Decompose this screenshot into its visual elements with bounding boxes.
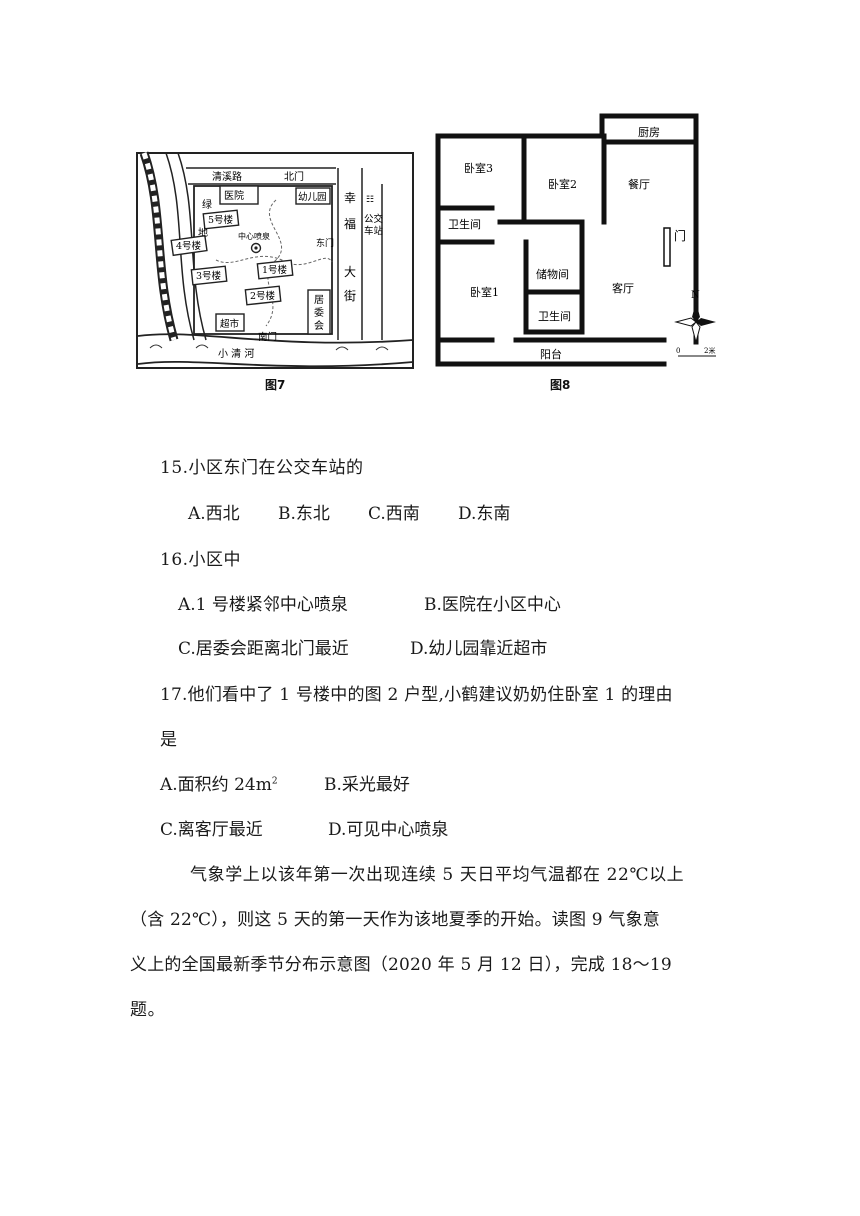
east-gate-label: 东门 <box>316 237 334 249</box>
building-5-label: 5号楼 <box>208 214 234 226</box>
street-label-char-3: 大 <box>344 265 356 279</box>
question-15-option-b: B.东北 <box>278 504 330 524</box>
passage-line-3: 义上的全国最新季节分布示意图（2020 年 5 月 12 日），完成 18～19 <box>130 955 672 975</box>
north-arrow-icon <box>674 302 716 344</box>
committee-label-1: 居 <box>314 294 324 306</box>
kindergarten-label: 幼儿园 <box>298 191 327 203</box>
street-label-char-4: 街 <box>344 289 356 303</box>
passage-line-2: （含 22℃），则这 5 天的第一天作为该地夏季的开始。读图 9 气象意 <box>130 910 660 930</box>
question-17-stem-line-1: 17.他们看中了 1 号楼中的图 2 户型,小鹤建议奶奶住卧室 1 的理由 <box>160 685 673 705</box>
scale-zero-label: 0 <box>676 347 680 355</box>
question-15-option-c: C.西南 <box>368 504 420 524</box>
bus-stop-label-2: 车站 <box>364 225 384 237</box>
north-gate-label: 北门 <box>284 170 304 183</box>
question-16-stem: 16.小区中 <box>160 550 242 570</box>
street-label-char-2: 福 <box>344 216 356 231</box>
figure-7-caption: 图7 <box>265 378 286 392</box>
question-15-option-a: A.西北 <box>188 504 240 524</box>
fountain-label: 中心喷泉 <box>238 231 270 241</box>
street-label-char-1: 幸 <box>344 191 356 205</box>
room-dining-label: 餐厅 <box>628 177 650 191</box>
question-16-option-d: D.幼儿园靠近超市 <box>410 639 548 659</box>
room-bedroom-1-label: 卧室1 <box>470 285 499 299</box>
south-gate-label: 南门 <box>258 331 277 343</box>
question-15-stem: 15.小区东门在公交车站的 <box>160 458 364 478</box>
road-label-qingxi: 清溪路 <box>212 170 242 183</box>
question-16-option-c: C.居委会距离北门最近 <box>178 639 349 659</box>
scale-two-meter-label: 2米 <box>704 346 715 355</box>
committee-label-3: 会 <box>314 319 324 332</box>
question-16-option-a: A.1 号楼紧邻中心喷泉 <box>178 595 348 615</box>
room-bedroom-2-label: 卧室2 <box>548 177 577 191</box>
question-16-option-b: B.医院在小区中心 <box>424 595 561 615</box>
figure-8-floor-plan: 厨房 卧室3 卧室2 餐厅 卫生间 门 储物间 卧室1 客厅 卫生间 阳台 N … <box>432 112 732 372</box>
building-1-label: 1号楼 <box>262 264 288 276</box>
door-label: 门 <box>674 228 686 243</box>
superscript-two: 2 <box>271 776 278 787</box>
room-bedroom-3-label: 卧室3 <box>464 161 493 175</box>
building-4-label: 4号楼 <box>176 240 202 252</box>
question-17-option-a: A.面积约 24m2 <box>160 770 278 795</box>
room-storage-label: 储物间 <box>536 267 569 281</box>
building-2-label: 2号楼 <box>250 290 276 302</box>
building-3-label: 3号楼 <box>196 270 222 282</box>
passage-line-4: 题。 <box>130 1000 166 1020</box>
green-label-2: 地 <box>198 226 208 239</box>
room-bathroom-bottom-label: 卫生间 <box>538 309 571 323</box>
room-bathroom-top-label: 卫生间 <box>448 217 481 231</box>
svg-text:☷: ☷ <box>366 195 374 205</box>
bus-stop-label-1: 公交 <box>364 213 384 225</box>
green-label-1: 绿 <box>202 198 212 211</box>
question-17-option-d: D.可见中心喷泉 <box>328 820 449 840</box>
floor-plan-drawing: 厨房 卧室3 卧室2 餐厅 卫生间 门 储物间 卧室1 客厅 卫生间 阳台 N … <box>435 113 716 367</box>
question-15-option-d: D.东南 <box>458 504 511 524</box>
north-label: N <box>691 290 700 301</box>
room-living-label: 客厅 <box>612 281 634 295</box>
question-17-option-b: B.采光最好 <box>324 775 410 795</box>
question-17-stem-line-2: 是 <box>160 730 178 750</box>
community-map-drawing: ☷ 清溪路 北门 医院 幼儿园 幸 福 大 街 公交 车站 绿 地 5号楼 4号… <box>136 151 414 369</box>
question-17-option-c: C.离客厅最近 <box>160 820 263 840</box>
figure-8-caption: 图8 <box>550 378 571 392</box>
figure-7-community-map: ☷ 清溪路 北门 医院 幼儿园 幸 福 大 街 公交 车站 绿 地 5号楼 4号… <box>136 150 416 370</box>
committee-label-2: 委 <box>314 306 324 319</box>
room-balcony-label: 阳台 <box>540 347 562 361</box>
passage-line-1: 气象学上以该年第一次出现连续 5 天日平均气温都在 22℃以上 <box>190 865 685 885</box>
room-kitchen-label: 厨房 <box>638 126 660 139</box>
question-17-option-a-text: A.面积约 24m <box>160 775 272 795</box>
river-label: 小 清 河 <box>218 347 254 360</box>
market-label: 超市 <box>220 318 240 330</box>
hospital-label: 医院 <box>224 189 244 202</box>
